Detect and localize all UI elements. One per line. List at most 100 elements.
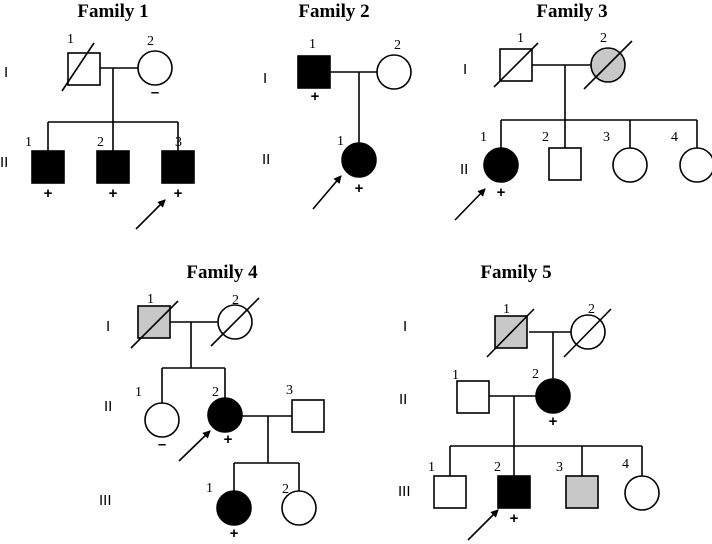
family-3-pedigree: Family 3 I II 1 2 1 + 2 <box>454 1 712 221</box>
family-3-title: Family 3 <box>536 1 607 22</box>
individual-number: 4 <box>622 457 629 472</box>
individual-number: 2 <box>282 482 289 497</box>
individual-number: 2 <box>532 367 539 382</box>
individual-number: 1 <box>25 135 32 150</box>
family-1-generation-i-label: I <box>4 64 8 81</box>
female-circle <box>612 147 648 183</box>
male-square <box>497 475 531 509</box>
male-square <box>137 305 171 339</box>
female-circle <box>341 142 377 178</box>
individual-number: 2 <box>232 293 239 308</box>
family-1-individual-i-1: 1 <box>61 32 101 92</box>
female-circle <box>207 397 243 433</box>
family-4-individual-i-2: 2 <box>210 293 260 347</box>
individual-number: 1 <box>67 32 74 47</box>
male-square <box>67 52 101 86</box>
female-circle <box>281 490 317 526</box>
family-1-title: Family 1 <box>77 1 148 22</box>
individual-number: 1 <box>309 37 316 52</box>
family-5-individual-iii-4: 4 <box>622 457 660 511</box>
family-3-individual-i-1: 1 <box>493 31 539 88</box>
individual-number: 2 <box>542 130 549 145</box>
individual-number: 1 <box>452 368 459 383</box>
family-5-generation-i-label: I <box>403 318 407 335</box>
proband-arrow <box>135 199 166 230</box>
genotype-mark: + <box>174 185 183 202</box>
genotype-mark: + <box>497 184 506 201</box>
individual-number: 1 <box>147 292 154 307</box>
individual-number: 3 <box>175 135 182 150</box>
male-square <box>548 147 582 181</box>
family-4-generation-i-label: I <box>106 318 110 335</box>
deceased-slash <box>486 308 535 358</box>
family-5-generation-iii-label: III <box>398 483 411 500</box>
family-5-individual-ii-1: 1 <box>452 368 490 414</box>
individual-number: 2 <box>147 34 154 49</box>
individual-number: 3 <box>286 383 293 398</box>
family-1-pedigree: Family 1 I II 1 2 – 1 + 2 + <box>0 1 195 230</box>
individual-number: 2 <box>588 302 595 317</box>
proband-arrow <box>178 430 211 462</box>
family-5-individual-ii-2: 2 + <box>532 367 571 430</box>
female-circle <box>483 147 519 183</box>
family-4-title: Family 4 <box>186 262 258 283</box>
proband-arrow <box>312 175 342 210</box>
genotype-mark: – <box>151 84 159 101</box>
family-3-individual-i-2: 2 <box>583 31 633 90</box>
family-5-individual-iii-2: 2 + <box>467 460 531 541</box>
individual-number: 1 <box>135 385 142 400</box>
family-2-individual-i-2: 2 <box>376 38 412 90</box>
family-3-individual-ii-1: 1 + <box>454 130 519 221</box>
family-1-individual-ii-2: 2 + <box>96 135 130 202</box>
deceased-slash <box>493 42 539 88</box>
genotype-mark: + <box>230 525 239 542</box>
family-1-individual-i-2: 2 – <box>137 34 173 101</box>
female-circle <box>535 378 571 414</box>
female-circle <box>137 50 173 86</box>
individual-number: 1 <box>337 134 344 149</box>
individual-number: 3 <box>603 130 610 145</box>
genotype-mark: + <box>549 413 558 430</box>
individual-number: 2 <box>212 385 219 400</box>
individual-number: 1 <box>480 130 487 145</box>
family-1-individual-ii-3: 3 + <box>135 135 195 230</box>
individual-number: 2 <box>97 135 104 150</box>
individual-number: 2 <box>394 38 401 53</box>
family-4-individual-i-1: 1 <box>130 292 179 349</box>
family-2-pedigree: Family 2 I II 1 + 2 1 + <box>262 1 412 210</box>
genotype-mark: + <box>44 185 53 202</box>
family-1-generation-ii-label: II <box>0 154 8 171</box>
family-4-individual-iii-1: 1 + <box>206 481 252 542</box>
family-4-individual-ii-1: 1 – <box>135 385 180 453</box>
male-square <box>96 150 130 184</box>
family-5-individual-iii-1: 1 <box>428 460 467 509</box>
genotype-mark: + <box>224 431 233 448</box>
genotype-mark: + <box>311 88 320 105</box>
deceased-slash <box>583 40 633 90</box>
family-3-generation-i-label: I <box>463 61 467 78</box>
genotype-mark: + <box>355 180 364 197</box>
family-4-generation-iii-label: III <box>99 492 112 509</box>
deceased-slash <box>61 42 95 92</box>
family-4-individual-iii-2: 2 <box>281 482 317 526</box>
family-5-generation-ii-label: II <box>399 391 407 408</box>
individual-number: 3 <box>556 460 563 475</box>
family-5-individual-iii-3: 3 <box>556 460 599 509</box>
female-circle <box>624 475 660 511</box>
individual-number: 2 <box>600 31 607 46</box>
individual-number: 1 <box>428 460 435 475</box>
family-2-individual-i-1: 1 + <box>297 37 331 105</box>
genotype-mark: – <box>158 436 166 453</box>
family-2-title: Family 2 <box>298 1 369 22</box>
genotype-mark: + <box>510 510 519 527</box>
male-square <box>161 150 195 184</box>
family-2-generation-i-label: I <box>263 70 267 87</box>
individual-number: 4 <box>671 130 678 145</box>
proband-arrow <box>467 509 499 541</box>
male-square <box>565 475 599 509</box>
family-5-title: Family 5 <box>480 262 551 283</box>
male-square <box>291 399 325 433</box>
deceased-slash <box>130 300 179 349</box>
family-5-individual-i-2: 2 <box>563 302 612 358</box>
